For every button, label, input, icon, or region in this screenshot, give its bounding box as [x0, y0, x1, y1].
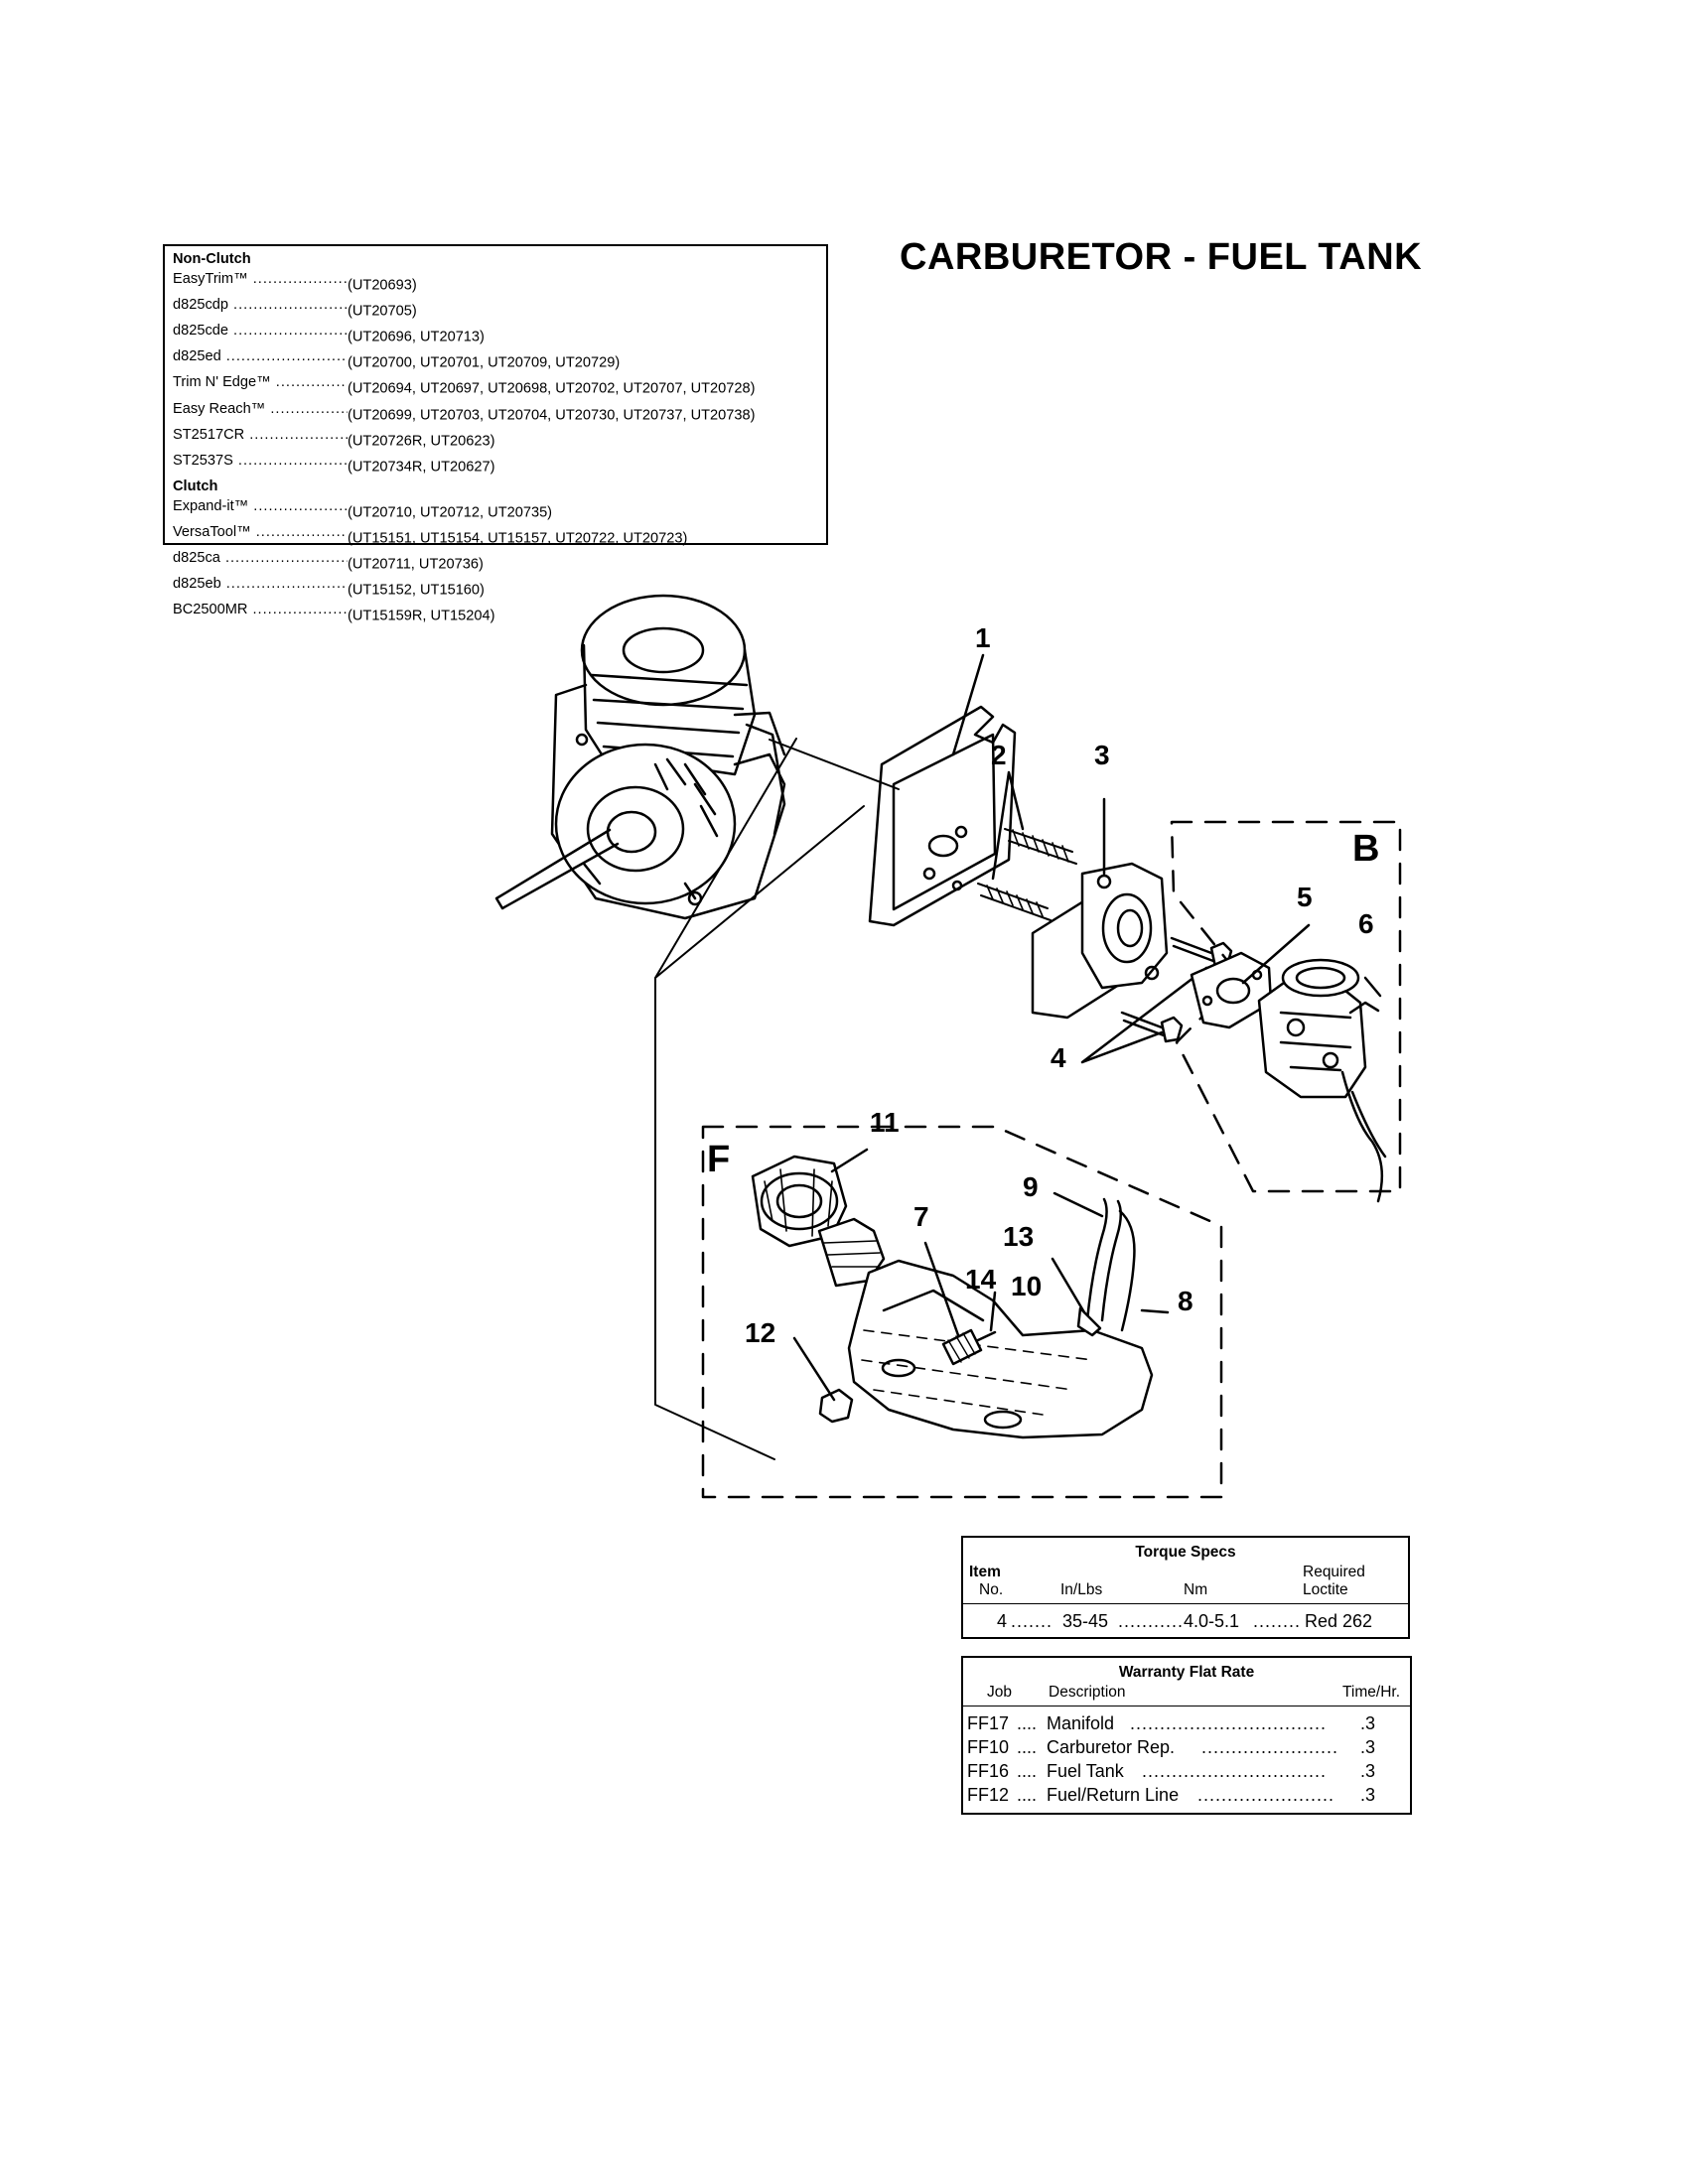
model-row: Expand-it™(UT20710, UT20712, UT20735) [173, 497, 818, 523]
torque-header-required: Required [1303, 1564, 1365, 1580]
model-list-box: Non-Clutch EasyTrim™(UT20693) d825cdp(UT… [163, 244, 828, 624]
warranty-header-description: Description [1049, 1684, 1126, 1701]
part-3-manifold [1031, 797, 1169, 1020]
warranty-row-time: .3 [1360, 1713, 1376, 1733]
torque-caption: Torque Specs [1135, 1544, 1236, 1561]
torque-specs-table: Torque Specs Item No. In/Lbs Nm Required… [961, 1536, 1410, 1639]
model-row: d825ca(UT20711, UT20736) [173, 549, 818, 575]
callout-8: 8 [1178, 1286, 1193, 1316]
callout-2: 2 [991, 740, 1007, 770]
model-row: Trim N' Edge™(UT20694, UT20697, UT20698,… [173, 373, 818, 399]
torque-header-inlbs: In/Lbs [1060, 1581, 1103, 1598]
warranty-row-job: FF12 [967, 1785, 1010, 1805]
model-row: d825ed(UT20700, UT20701, UT20709, UT2072… [173, 347, 818, 373]
warranty-row-description: Fuel Tank [1047, 1761, 1124, 1781]
warranty-row-job: FF16 [967, 1761, 1010, 1781]
callout-11: 11 [870, 1107, 900, 1138]
torque-header-item: Item [969, 1564, 1001, 1580]
section-label-b: B [1352, 828, 1379, 870]
part-4-screws [1080, 936, 1233, 1064]
model-row: BC2500MR(UT15159R, UT15204) [173, 601, 818, 626]
model-row: d825cde(UT20696, UT20713) [173, 322, 818, 347]
group-heading-non-clutch: Non-Clutch [173, 251, 251, 267]
torque-row-loctite: Red 262 [1305, 1611, 1373, 1631]
callout-14: 14 [965, 1264, 997, 1295]
torque-row-item: 4 [997, 1611, 1008, 1631]
model-row: d825cdp(UT20705) [173, 296, 818, 322]
part-2-studs [977, 770, 1077, 921]
callout-7: 7 [913, 1201, 929, 1232]
warranty-caption: Warranty Flat Rate [1118, 1664, 1255, 1681]
page-title: CARBURETOR - FUEL TANK [900, 236, 1423, 278]
part-11-fuel-cap [751, 1148, 869, 1248]
warranty-header-time: Time/Hr. [1342, 1684, 1400, 1701]
part-8-9-fuel-lines [1051, 1191, 1170, 1337]
callout-13: 13 [1003, 1221, 1034, 1252]
model-row: Easy Reach™(UT20699, UT20703, UT20704, U… [173, 400, 818, 426]
callout-3: 3 [1094, 740, 1110, 770]
model-row: ST2537S(UT20734R, UT20627) [173, 452, 818, 478]
section-b-outline [1170, 820, 1402, 1193]
fuel-tank [817, 1217, 1154, 1439]
section-f-outline [701, 1125, 1223, 1499]
part-6-carburetor [1257, 958, 1387, 1203]
model-row: VersaTool™(UT15151, UT15154, UT15157, UT… [173, 523, 818, 549]
section-label-f: F [707, 1139, 730, 1180]
engine-cylinder-assembly [494, 594, 786, 920]
warranty-header-job: Job [987, 1684, 1012, 1701]
callout-12: 12 [745, 1317, 775, 1348]
callout-6: 6 [1358, 908, 1374, 939]
torque-row-inlbs: 35-45 [1062, 1611, 1109, 1631]
callout-5: 5 [1297, 882, 1313, 912]
callout-4: 4 [1051, 1042, 1066, 1073]
warranty-row-time: .3 [1360, 1737, 1376, 1757]
callout-1: 1 [975, 622, 991, 653]
warranty-row-description: Manifold [1047, 1713, 1115, 1733]
group-heading-clutch: Clutch [173, 478, 218, 495]
model-row: ST2517CR(UT20726R, UT20623) [173, 426, 818, 452]
callout-9: 9 [1023, 1171, 1039, 1202]
torque-header-loctite: Loctite [1303, 1581, 1348, 1598]
warranty-row-time: .3 [1360, 1785, 1376, 1805]
part-12-grommet [792, 1336, 854, 1424]
warranty-row-description: Fuel/Return Line [1047, 1785, 1180, 1805]
warranty-row-job: FF17 [967, 1713, 1010, 1733]
model-row: d825eb(UT15152, UT15160) [173, 575, 818, 601]
warranty-row-job: FF10 [967, 1737, 1010, 1757]
torque-header-no: No. [979, 1581, 1004, 1598]
warranty-row-time: .3 [1360, 1761, 1376, 1781]
part-5-carb-gasket [1190, 923, 1311, 1029]
warranty-row-description: Carburetor Rep. [1047, 1737, 1176, 1757]
torque-header-nm: Nm [1184, 1581, 1208, 1598]
part-7-fuel-filter [923, 1241, 997, 1366]
model-row: EasyTrim™(UT20693) [173, 270, 818, 296]
callout-10: 10 [1011, 1271, 1042, 1301]
part-1-gasket [868, 653, 1017, 927]
warranty-flat-rate-table: Warranty Flat Rate Job Description Time/… [961, 1656, 1412, 1815]
torque-row-nm: 4.0-5.1 [1184, 1611, 1240, 1631]
